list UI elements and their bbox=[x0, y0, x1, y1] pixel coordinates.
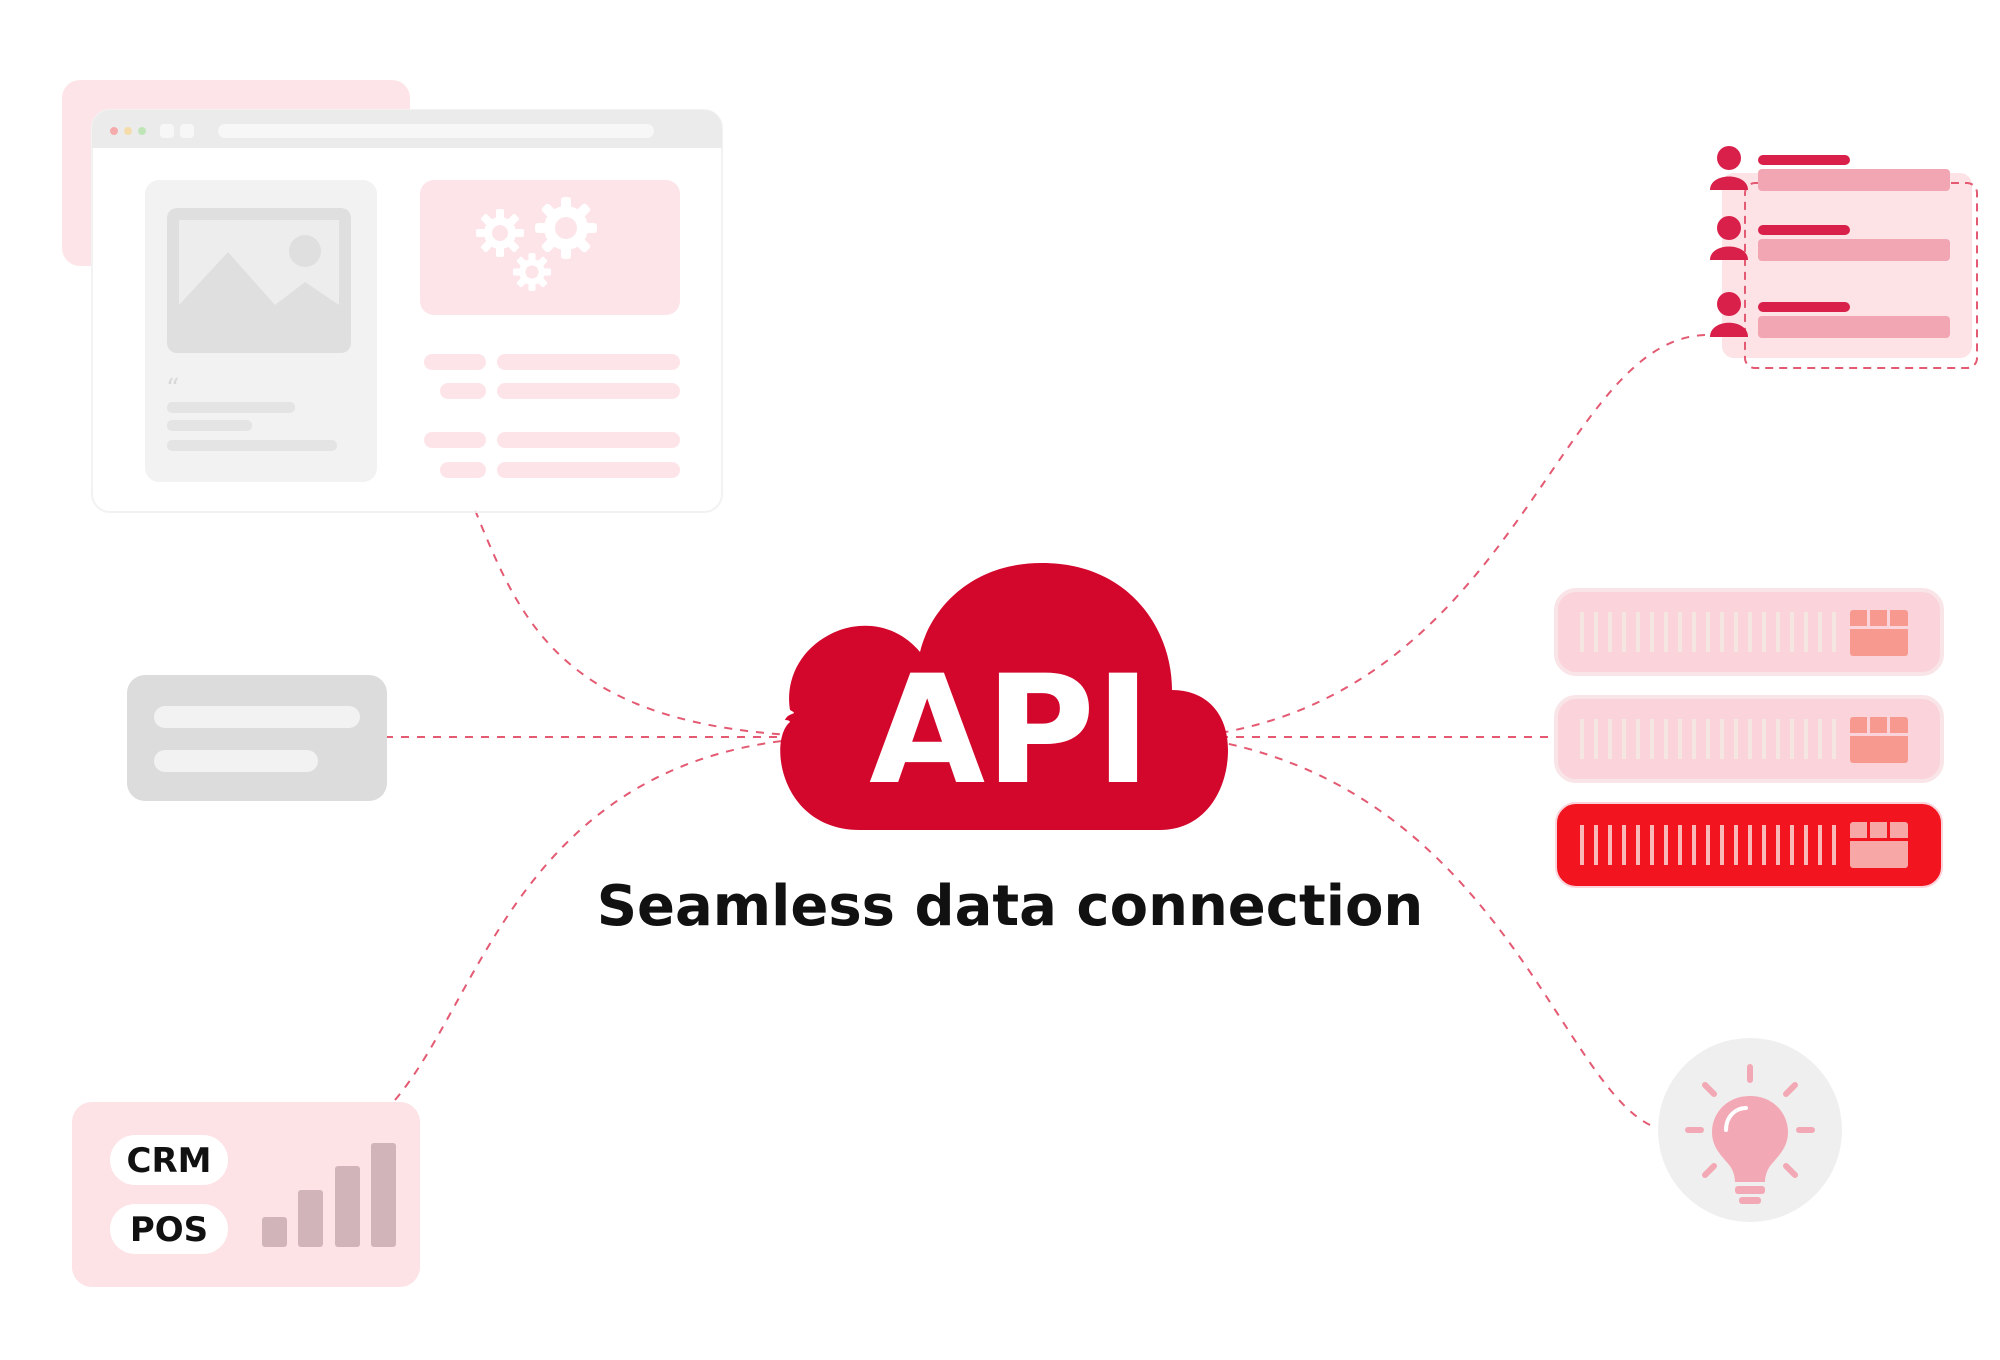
bulb-base-2 bbox=[1739, 1197, 1761, 1204]
user-row-1 bbox=[1710, 146, 1950, 191]
server-unit-active bbox=[1555, 802, 1943, 888]
server-rack-icon bbox=[1554, 588, 1944, 888]
server-vents bbox=[1580, 719, 1836, 759]
crm-tag-label: CRM bbox=[127, 1141, 212, 1181]
crm-pos-card: CRM POS bbox=[72, 1102, 420, 1287]
user-row-3 bbox=[1710, 292, 1950, 338]
user-list bbox=[1710, 146, 1978, 369]
settings-list bbox=[424, 354, 680, 478]
browser-back-button bbox=[160, 124, 174, 138]
user-row-bar bbox=[1758, 239, 1950, 261]
user-row-2 bbox=[1710, 216, 1950, 261]
user-row-bar bbox=[1758, 169, 1950, 191]
connector-browser bbox=[474, 509, 791, 736]
content-line-1 bbox=[167, 402, 295, 413]
browser-dot-red bbox=[110, 127, 118, 135]
pos-tag-label: POS bbox=[130, 1210, 208, 1250]
server-ports bbox=[1850, 717, 1908, 763]
browser-dot-yellow bbox=[124, 127, 132, 135]
browser-address-bar bbox=[218, 124, 654, 138]
user-row-title bbox=[1758, 155, 1850, 165]
user-row-bar bbox=[1758, 316, 1950, 338]
content-line-2 bbox=[167, 420, 252, 431]
user-row-title bbox=[1758, 302, 1850, 312]
image-icon bbox=[167, 208, 351, 353]
server-unit-1 bbox=[1554, 588, 1944, 676]
caption: Seamless data connection bbox=[597, 874, 1424, 939]
connector-crm-pos bbox=[394, 739, 791, 1101]
cloud-label: API bbox=[869, 644, 1151, 818]
lightbulb-icon bbox=[1658, 1038, 1842, 1222]
text-card bbox=[127, 675, 387, 801]
server-vents bbox=[1580, 825, 1836, 865]
browser-forward-button bbox=[180, 124, 194, 138]
bar-chart-icon bbox=[262, 1143, 396, 1247]
server-vents bbox=[1580, 612, 1836, 652]
cloud-shape bbox=[780, 563, 1228, 830]
server-ports bbox=[1850, 610, 1908, 656]
server-unit-2 bbox=[1554, 695, 1944, 783]
crm-tag bbox=[110, 1135, 228, 1185]
api-cloud: API bbox=[780, 563, 1228, 830]
user-icon bbox=[1710, 216, 1748, 260]
browser-window-icon: “ bbox=[62, 80, 723, 513]
connector-bulb bbox=[1219, 741, 1651, 1126]
bulb-base-1 bbox=[1735, 1186, 1765, 1194]
gear-icon bbox=[476, 197, 597, 291]
pos-tag bbox=[110, 1204, 228, 1254]
bulb-rays bbox=[1685, 1064, 1815, 1178]
user-icon bbox=[1710, 146, 1748, 190]
text-card-line-2 bbox=[154, 750, 318, 772]
browser-dot-green bbox=[138, 127, 146, 135]
text-card-line-1 bbox=[154, 706, 360, 728]
bulb-highlight bbox=[1724, 1106, 1748, 1132]
quote-icon: “ bbox=[166, 374, 179, 404]
user-icon bbox=[1710, 292, 1748, 337]
content-line-3 bbox=[167, 440, 337, 451]
connector-lines bbox=[385, 334, 1706, 1126]
server-ports bbox=[1850, 822, 1908, 868]
user-row-title bbox=[1758, 225, 1850, 235]
